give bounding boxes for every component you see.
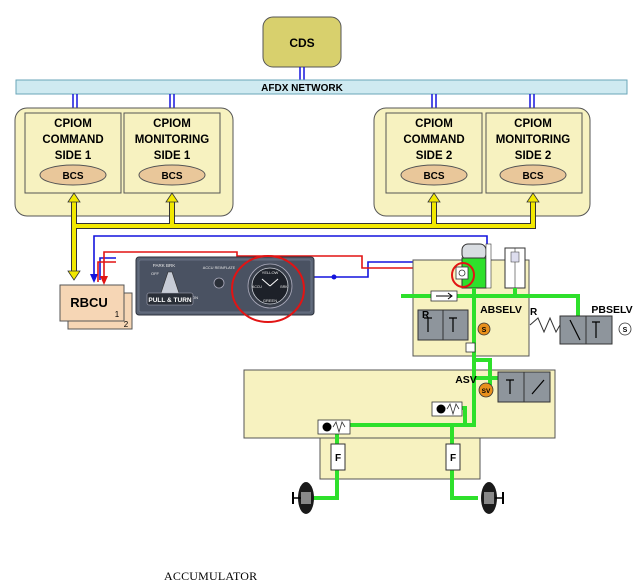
abselv-label: ABSELV bbox=[480, 304, 522, 316]
fuse-left-label: F bbox=[335, 453, 341, 464]
fuse-right: F bbox=[445, 443, 461, 471]
cds-label: CDS bbox=[289, 36, 314, 50]
pressure-switch-icon bbox=[455, 266, 469, 280]
cpiom-cmd2-line2: COMMAND bbox=[403, 134, 464, 146]
relief-valve-left bbox=[317, 419, 351, 435]
cds-box: CDS bbox=[262, 16, 342, 68]
off-label: OFF bbox=[151, 271, 160, 276]
yellow-arrowheads bbox=[67, 192, 540, 281]
fuse-left: F bbox=[330, 443, 346, 471]
accu-reinflate-label: ACCU REINFLATE bbox=[203, 266, 236, 270]
filter-element bbox=[504, 247, 526, 289]
cpiom-mon2-line2: MONITORING bbox=[496, 134, 571, 146]
gauge-yellow-label: YELLOW bbox=[262, 270, 279, 275]
afdx-network-bar: AFDX NETWORK bbox=[15, 79, 628, 95]
pull-turn-button[interactable]: PULL & TURN bbox=[146, 292, 194, 306]
cpiom-cmd2-line3: SIDE 2 bbox=[416, 150, 452, 162]
on-label: ON bbox=[192, 295, 198, 300]
yellow-data-bus-fill bbox=[72, 199, 535, 272]
cpiom-mon2-line1: CPIOM bbox=[514, 118, 552, 130]
park-brake-panel: PARK BRK OFF ON PULL & TURN ACCU REINFLA… bbox=[135, 256, 315, 316]
abselv-r-label: R bbox=[422, 310, 430, 321]
accumulator bbox=[461, 243, 492, 289]
cpiom-cmd2-line1: CPIOM bbox=[415, 118, 453, 130]
pbselv-label: PBSELV bbox=[591, 304, 632, 316]
rbcu-label: RBCU bbox=[70, 295, 108, 310]
bcs-cmd1: BCS bbox=[62, 171, 83, 182]
pull-turn-label: PULL & TURN bbox=[148, 297, 192, 304]
gauge-brk-label: BRK bbox=[280, 285, 288, 289]
abselv-valve: R S ABSELV bbox=[417, 304, 522, 341]
abselv-port-icon bbox=[465, 342, 476, 353]
rbcu-unit-2: 2 bbox=[124, 320, 129, 329]
asv-solenoid-label: SV bbox=[482, 388, 491, 395]
brake-pressure-gauge: YELLOW GREEN ACCU BRK bbox=[247, 263, 293, 309]
rbcu-unit-1: 1 bbox=[115, 310, 120, 319]
cpiom-cmd1-line2: COMMAND bbox=[42, 134, 103, 146]
pbselv-solenoid-label: S bbox=[623, 327, 628, 334]
bcs-mon1: BCS bbox=[161, 171, 182, 182]
cds-afdx-link bbox=[299, 67, 305, 80]
afdx-label: AFDX NETWORK bbox=[261, 83, 343, 94]
pbselv-valve: R S PBSELV bbox=[529, 304, 633, 345]
bcs-cmd2: BCS bbox=[423, 171, 444, 182]
cpiom-mon1-line3: SIDE 1 bbox=[154, 150, 191, 162]
gauge-highlight-circle bbox=[231, 255, 305, 323]
cpiom-mon1-line2: MONITORING bbox=[135, 134, 210, 146]
cpiom-cmd1-line1: CPIOM bbox=[54, 118, 92, 130]
red-arrowheads bbox=[100, 276, 108, 285]
rbcu-units: RBCU 1 2 bbox=[59, 284, 133, 330]
cpiom-cmd1-line3: SIDE 1 bbox=[55, 150, 92, 162]
relief-valve-right bbox=[431, 401, 463, 417]
asv-valve: ASV SV bbox=[455, 371, 551, 403]
gauge-accu-label: ACCU bbox=[252, 285, 262, 289]
cpiom-mon2-line3: SIDE 2 bbox=[515, 150, 551, 162]
green-hydraulic-lines bbox=[311, 288, 580, 500]
pbselv-r-label: R bbox=[530, 307, 538, 318]
red-signal-lines bbox=[97, 251, 462, 282]
asv-label: ASV bbox=[455, 374, 477, 386]
wheel-left-icon bbox=[292, 482, 314, 514]
park-brk-label: PARK BRK bbox=[153, 263, 175, 268]
cpiom-command-side-2: CPIOM COMMAND SIDE 2 BCS bbox=[385, 112, 483, 194]
gauge-green-label: GREEN bbox=[263, 298, 277, 303]
bcs-mon2: BCS bbox=[522, 171, 543, 182]
figure-caption: ACCUMULATOR bbox=[164, 569, 258, 583]
cpiom-command-side-1: CPIOM COMMAND SIDE 1 BCS bbox=[24, 112, 122, 194]
accu-reinflate-button[interactable] bbox=[213, 277, 225, 289]
cpiom-monitoring-side-1: CPIOM MONITORING SIDE 1 BCS bbox=[123, 112, 221, 194]
abselv-solenoid-label: S bbox=[482, 327, 487, 334]
pressure-sensor-highlight bbox=[451, 262, 475, 288]
fuse-right-label: F bbox=[450, 453, 456, 464]
wheel-right-icon bbox=[481, 482, 504, 514]
cpiom-monitoring-side-2: CPIOM MONITORING SIDE 2 BCS bbox=[485, 112, 583, 194]
check-valve-top bbox=[430, 290, 458, 302]
cpiom-mon1-line1: CPIOM bbox=[153, 118, 191, 130]
